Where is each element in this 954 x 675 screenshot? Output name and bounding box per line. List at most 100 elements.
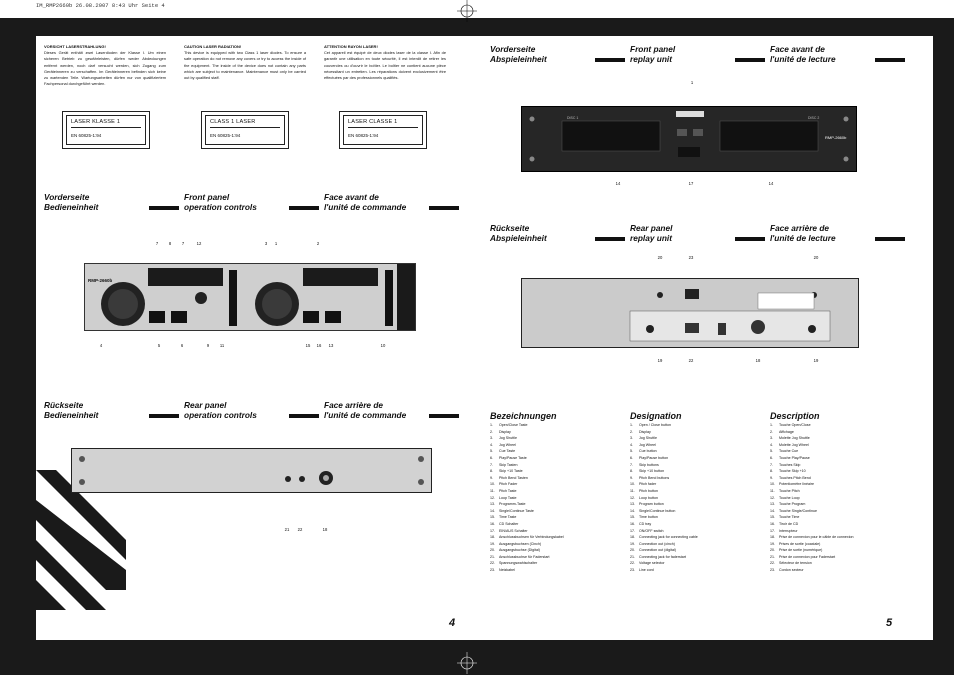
list-item: 6.Play/Pause Taste [490, 455, 527, 460]
list-item: 7.Skip buttons [630, 462, 659, 467]
list-item: 15.Time Taste [490, 515, 517, 520]
callout-12: 12 [196, 241, 202, 246]
replay-unit-front: RMP-2660b DISC 1 DISC 2 [521, 106, 857, 172]
callout-9: 9 [206, 343, 210, 348]
callout-21: 21 [284, 527, 290, 532]
list-item: 4.Molette Jog Wheel [770, 442, 809, 447]
heading-list-en: Designation [630, 411, 682, 421]
list-item: 16.CD Schalter [490, 521, 519, 526]
page-number-right: 5 [886, 617, 893, 629]
page-number-left: 4 [449, 617, 456, 629]
list-item: 6.Play/Pause button [630, 455, 669, 460]
registration-mark-icon [457, 0, 477, 22]
list-item: 7.Touches Skip [770, 462, 801, 467]
list-item: 18.Anschlussbuchsen für Verbindungskabel [490, 535, 564, 540]
callout-2: 2 [316, 241, 320, 246]
callout-11: 11 [219, 343, 225, 348]
callout-r19b: 19 [813, 358, 819, 363]
list-item: 4.Jog Wheel [630, 442, 656, 447]
callout-15: 15 [305, 343, 311, 348]
callout-r1: 1 [690, 80, 694, 85]
callout-6: 6 [180, 343, 184, 348]
control-unit-rear [71, 448, 432, 493]
list-item: 11.Touche Pitch [770, 488, 800, 493]
list-item: 15.Touche Time [770, 515, 800, 520]
callout-r17: 17 [688, 181, 694, 186]
list-item: 19.Ausgangsbuchsen (Cinch) [490, 541, 542, 546]
callout-4: 4 [99, 343, 103, 348]
list-item: 20.Connection out (digital) [630, 548, 676, 553]
list-item: 23.Line cord [630, 568, 654, 573]
list-item: 3.Jog Shuttle [490, 436, 517, 441]
print-header: IM_RMP2660b 26.08.2007 8:43 Uhr Seite 4 [36, 2, 165, 9]
list-item: 13.Program button [630, 502, 664, 507]
bottom-black-band [0, 640, 954, 675]
list-item: 17.ON/OFF switch [630, 528, 664, 533]
list-item: 11.Pitch Taste [490, 488, 517, 493]
warning-en: CAUTION LASER RADIATION!This device is e… [184, 44, 306, 81]
callout-13: 13 [328, 343, 334, 348]
list-item: 5.Cue Taste [490, 449, 516, 454]
list-item: 20.Prise de sortie (numérique) [770, 548, 823, 553]
replay-unit-front-drawing: RMP-2660b DISC 1 DISC 2 [522, 107, 856, 171]
list-item: 8.Skip +10 Taste [490, 469, 523, 474]
list-item: 19.Connection out (cinch) [630, 541, 675, 546]
list-item: 22.Voltage selector [630, 561, 665, 566]
heading-list-de: Bezeichnungen [490, 411, 557, 421]
disc1-label: DISC 1 [567, 116, 578, 120]
list-item: 17.Interrupteur [770, 528, 798, 533]
list-item: 18.Prise de connexion pour le câble de c… [770, 535, 854, 540]
callout-16: 16 [316, 343, 322, 348]
list-item: 12.Loop Taste [490, 495, 517, 500]
list-item: 22.Spannungswahlschalter [490, 561, 538, 566]
callout-r20b: 20 [813, 255, 819, 260]
list-item: 10.Pitch Fader [490, 482, 518, 487]
top-black-band [0, 18, 954, 36]
warning-fr: ATTENTION RAYON LASER!Cet appareil est é… [324, 44, 446, 81]
list-item: 9.Pitch Bend Tasten [490, 475, 528, 480]
list-item: 4.Jog Wheel [490, 442, 516, 447]
list-item: 20.Ausgangsbuchse (Digital) [490, 548, 540, 553]
list-item: 16.CD tray [630, 521, 652, 526]
list-item: 13.Programm-Taste [490, 502, 526, 507]
left-black-band [0, 18, 36, 640]
list-item: 14.Single/Continue button [630, 508, 676, 513]
control-unit-rear-drawing [72, 449, 431, 492]
list-item: 5.Touche Cue [770, 449, 799, 454]
callout-1: 1 [274, 241, 278, 246]
list-item: 7.Skip Tasten [490, 462, 518, 467]
right-black-band [933, 18, 954, 640]
list-item: 8.Touche Skip +10 [770, 469, 806, 474]
callout-r18: 18 [755, 358, 761, 363]
replay-brand-text: RMP-2660b [825, 135, 847, 140]
list-item: 12.Loop button [630, 495, 658, 500]
list-item: 13.Touche Program [770, 502, 806, 507]
list-item: 21.Connecting jack for faderstart [630, 554, 686, 559]
list-item: 3.Molette Jog Shuttle [770, 436, 810, 441]
list-item: 22.Sélecteur de tension [770, 561, 812, 566]
list-item: 8.Skip +10 button [630, 469, 665, 474]
registration-mark-icon [457, 652, 477, 674]
list-item: 10.Pitch fader [630, 482, 657, 487]
list-item: 18.Connecting jack for connecting cable [630, 535, 698, 540]
warning-de: VORSICHT LASERSTRAHLUNG!Dieses Gerät ent… [44, 44, 166, 87]
list-item: 14.Single/Continue Taste [490, 508, 534, 513]
list-item: 10.Potentiomètre linéaire [770, 482, 814, 487]
list-item: 1.Open/Close Taste [490, 423, 528, 427]
callout-7: 7 [155, 241, 159, 246]
brand-stripes-graphic [36, 470, 126, 610]
replay-unit-rear-drawing [522, 279, 858, 347]
